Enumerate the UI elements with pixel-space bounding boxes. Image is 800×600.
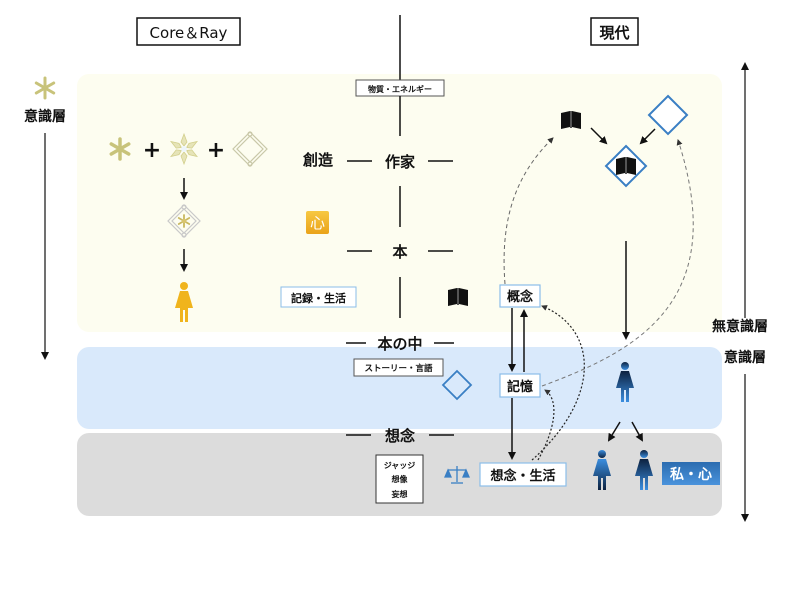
concept-box (499, 284, 541, 308)
plus-sign-1: + (143, 138, 161, 163)
header-modern-box (590, 17, 639, 46)
right-axis-label-conscious: 意識層 (724, 349, 766, 366)
matter-energy-tag: 物質・エネルギー (368, 84, 432, 94)
memory-box (499, 373, 541, 398)
header-modern: 現代 (599, 24, 629, 42)
blue-diamond-top-icon (647, 94, 689, 136)
record-life-tag: 記録・生活 (291, 291, 346, 305)
thought-label: 想念 (384, 427, 415, 445)
frame-diamond-icon (232, 131, 268, 167)
arrow-person-right (631, 421, 643, 442)
arrow-diamond-to-merge (639, 128, 656, 145)
thought-life-box (479, 462, 567, 487)
book-icon-top (561, 111, 581, 129)
record-life-tag-box (280, 286, 357, 308)
self-heart-badge-bg (662, 462, 720, 485)
scales-icon (444, 466, 470, 484)
self-heart-badge: 私・心 (670, 466, 712, 483)
dashed-concept-to-book (503, 137, 554, 285)
left-axis-label: 意識層 (24, 108, 66, 125)
thought-life-label: 想念・生活 (490, 468, 555, 484)
judge-box (375, 454, 424, 504)
judge-line-1: ジャッジ (384, 461, 416, 470)
concept-label: 概念 (507, 289, 533, 305)
heart-badge-bg (306, 211, 329, 234)
story-language-tag-box (353, 358, 444, 377)
story-language-tag: ストーリー・言語 (364, 363, 433, 374)
arrow-book-to-merge (590, 127, 608, 145)
right-axis-label-unconscious: 無意識層 (712, 318, 768, 335)
book-icon-center (448, 288, 468, 306)
dotted-thought-to-memory (537, 389, 555, 461)
header-core-ray: Core＆Ray (150, 24, 228, 42)
story-zone (77, 347, 722, 429)
creation-label: 創造 (302, 151, 333, 169)
header-core-ray-box (136, 17, 241, 46)
book-label: 本 (392, 243, 407, 261)
author-label: 作家 (385, 153, 415, 171)
ray-star-icon (169, 132, 199, 166)
book-in-diamond-icon (604, 144, 648, 188)
judge-line-3: 妄想 (392, 489, 408, 499)
heart-badge: 心 (310, 214, 325, 232)
blue-diamond-small-icon (441, 369, 473, 401)
dashed-memory-to-diamond (541, 139, 694, 387)
combined-star-diamond-icon (167, 204, 201, 238)
arrow-person-left (607, 421, 621, 442)
plus-sign-2: + (207, 138, 225, 163)
left-star-icon (34, 76, 56, 100)
inside-book-label: 本の中 (377, 335, 422, 353)
memory-label: 記憶 (507, 379, 533, 395)
judge-line-2: 想像 (391, 474, 409, 484)
